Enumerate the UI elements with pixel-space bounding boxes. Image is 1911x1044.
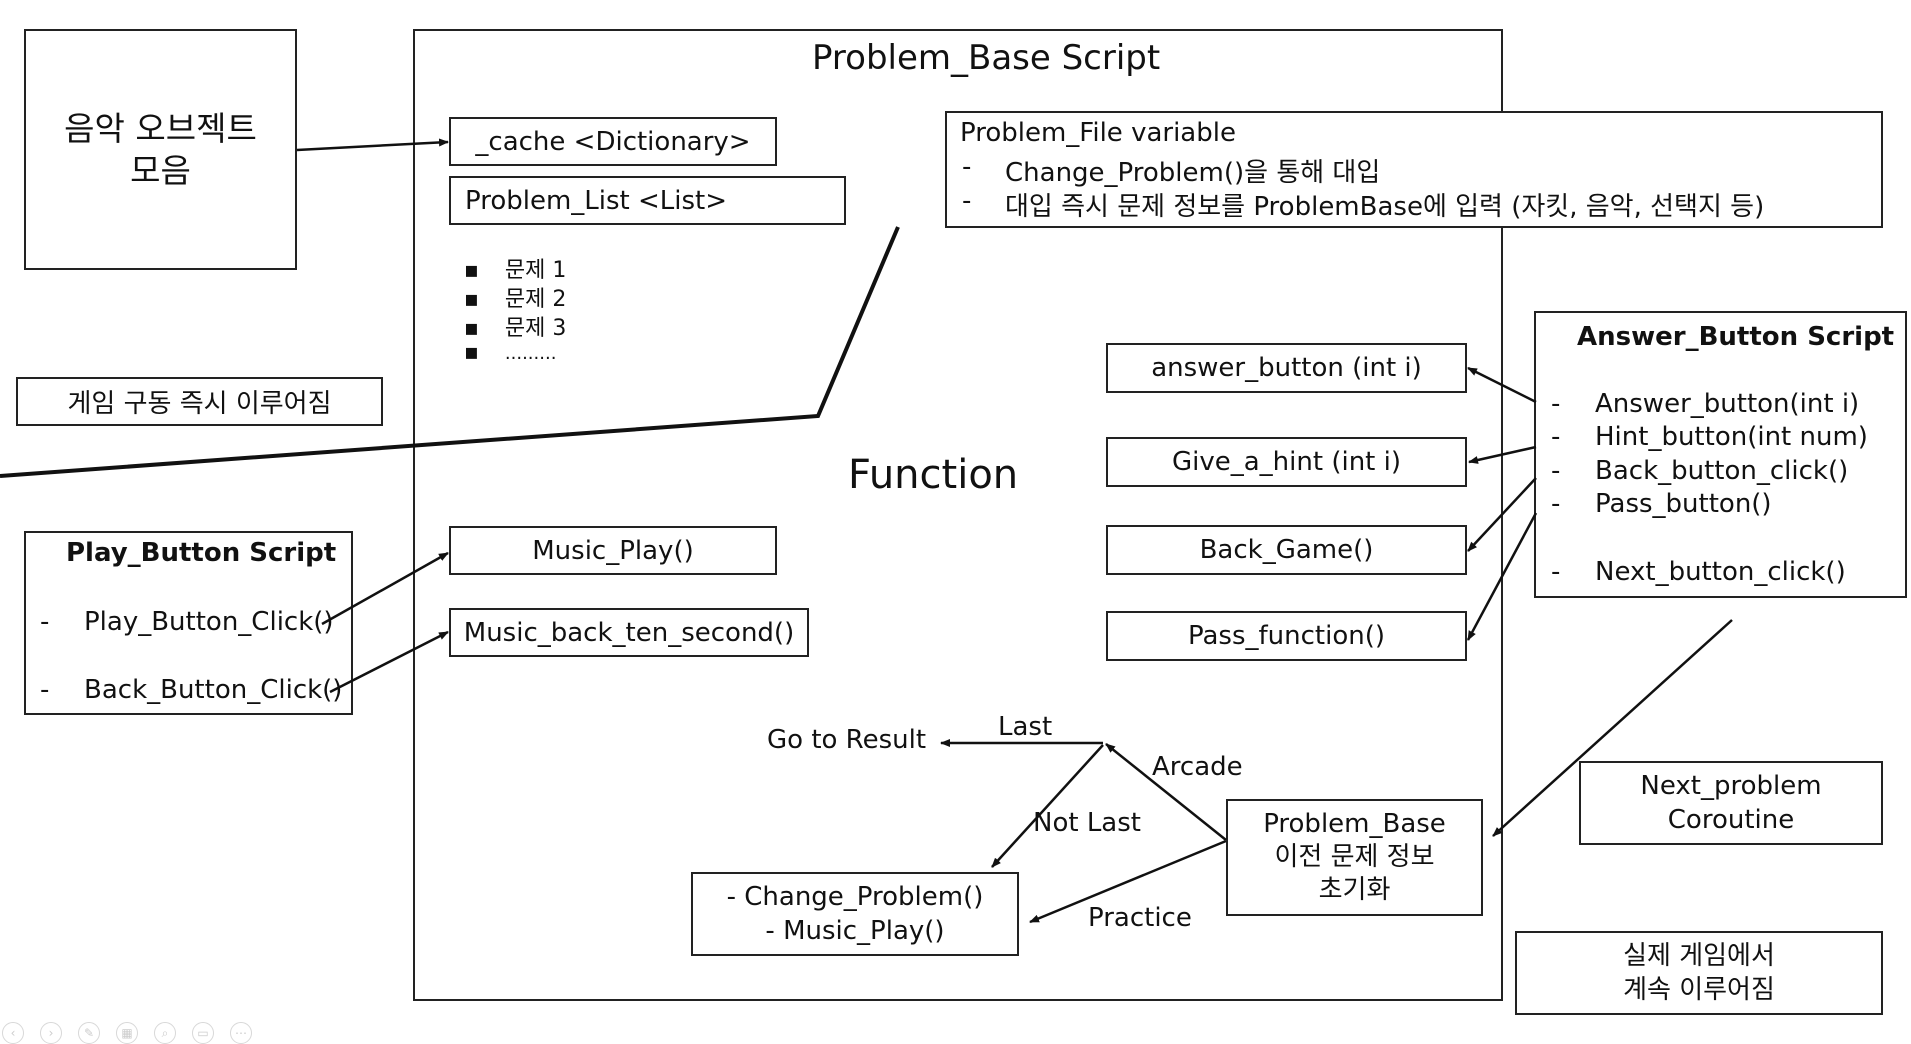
- play-item-dash: -: [40, 607, 50, 637]
- ingame-note-box: 실제 게임에서 계속 이루어짐: [1515, 931, 1883, 1015]
- play-item-2: Back_Button_Click(): [84, 675, 343, 705]
- list-item: Hint_button(int num): [1595, 422, 1868, 452]
- problem-file-dash-2: -: [962, 186, 972, 216]
- arcade-label: Arcade: [1152, 752, 1243, 782]
- music-to-cache-arrow: [296, 138, 449, 152]
- reset-to-change-arrow: [1029, 839, 1227, 924]
- next-slide-icon[interactable]: ›: [40, 1022, 62, 1044]
- game-start-note: 게임 구동 즉시 이루어짐: [16, 377, 383, 426]
- back-click-arrow: [329, 630, 449, 694]
- problem-file-dash-1: -: [962, 152, 972, 182]
- music-objects-line2: 모음: [130, 150, 191, 190]
- give-hint-text: Give_a_hint (int i): [1172, 447, 1401, 477]
- music-play-box: Music_Play(): [449, 526, 777, 575]
- list-item: Answer_button(int i): [1595, 389, 1860, 419]
- answer-button-text: answer_button (int i): [1151, 353, 1422, 383]
- go-to-result-label: Go to Result: [767, 725, 927, 755]
- back-game-text: Back_Game(): [1199, 535, 1374, 565]
- pass-arrow: [1466, 512, 1538, 641]
- list-item-dash: -: [1551, 389, 1561, 419]
- list-item: ▪문제 1: [464, 258, 567, 283]
- music-back-text: Music_back_ten_second(): [463, 617, 795, 648]
- answer-script-title: Answer_Button Script: [1577, 322, 1895, 352]
- change-box-line2: - Music_Play(): [765, 916, 945, 946]
- answer-arrow: [1467, 366, 1537, 404]
- list-item-dash: -: [1551, 557, 1561, 587]
- music-objects-box: 음악 오브젝트 모음: [24, 29, 297, 270]
- reset-box-line1: Problem_Base: [1263, 809, 1446, 839]
- reset-box-line2: 이전 문제 정보: [1274, 842, 1435, 872]
- change-problem-box: - Change_Problem() - Music_Play(): [691, 872, 1019, 956]
- next-problem-line1: Next_problem: [1640, 771, 1822, 801]
- give-hint-box: Give_a_hint (int i): [1106, 437, 1467, 487]
- ingame-note-line1: 실제 게임에서: [1623, 941, 1775, 971]
- last-label: Last: [998, 712, 1053, 742]
- hint-arrow: [1468, 445, 1537, 464]
- list-item-dash: -: [1551, 422, 1561, 452]
- answer-script-box: [1534, 311, 1907, 598]
- play-item-1: Play_Button_Click(): [84, 607, 334, 637]
- game-start-note-text: 게임 구동 즉시 이루어짐: [67, 389, 332, 419]
- list-item: Pass_button(): [1595, 489, 1772, 519]
- pass-function-text: Pass_function(): [1187, 621, 1386, 651]
- list-item: ▪문제 3: [464, 316, 567, 341]
- reset-to-junction-arrow: [1105, 743, 1227, 841]
- reset-problem-box: Problem_Base 이전 문제 정보 초기화: [1226, 799, 1483, 916]
- screen-icon[interactable]: ▭: [192, 1022, 214, 1044]
- answer-button-box: answer_button (int i): [1106, 343, 1467, 393]
- problem-list-text: Problem_List <List>: [465, 185, 728, 216]
- list-item: ▪문제 2: [464, 287, 567, 312]
- practice-label: Practice: [1088, 903, 1192, 933]
- reset-box-line3: 초기화: [1318, 875, 1391, 905]
- list-item-dash: -: [1551, 456, 1561, 486]
- slides-grid-icon[interactable]: ▦: [116, 1022, 138, 1044]
- problem-file-line-1: Change_Problem()을 통해 대입: [1005, 158, 1381, 188]
- ingame-note-line2: 계속 이루어짐: [1623, 975, 1775, 1005]
- not-last-label: Not Last: [1033, 808, 1141, 838]
- previous-slide-icon[interactable]: ‹: [2, 1022, 24, 1044]
- play-script-title: Play_Button Script: [66, 538, 337, 568]
- cache-box: _cache <Dictionary>: [449, 117, 777, 166]
- play-script-box: [24, 531, 353, 715]
- problem-file-line-2: 대입 즉시 문제 정보를 ProblemBase에 입력 (자킷, 음악, 선택…: [1005, 192, 1765, 222]
- play-click-arrow: [321, 551, 449, 626]
- list-item-dash: -: [1551, 489, 1561, 519]
- pass-function-box: Pass_function(): [1106, 611, 1467, 661]
- pen-icon[interactable]: ✎: [78, 1022, 100, 1044]
- play-item-dash: -: [40, 675, 50, 705]
- next-problem-box: Next_problem Coroutine: [1579, 761, 1883, 845]
- list-item: ▪.........: [464, 340, 557, 365]
- junction-to-change-arrow: [991, 744, 1104, 868]
- list-item: Back_button_click(): [1595, 456, 1849, 486]
- problem-list-box: Problem_List <List>: [449, 176, 846, 225]
- cache-text: _cache <Dictionary>: [475, 126, 751, 157]
- function-label: Function: [848, 452, 1019, 498]
- problem-file-box: [945, 111, 1883, 228]
- next-problem-line2: Coroutine: [1667, 805, 1795, 835]
- change-box-line1: - Change_Problem(): [726, 882, 984, 912]
- problem-file-title: Problem_File variable: [960, 118, 1236, 148]
- music-objects-line1: 음악 오브젝트: [64, 108, 257, 148]
- music-back-box: Music_back_ten_second(): [449, 608, 809, 657]
- problem-base-title: Problem_Base Script: [812, 38, 1161, 78]
- list-item: Next_button_click(): [1595, 557, 1846, 587]
- game-start-divider: [0, 226, 900, 478]
- back-arrow: [1467, 477, 1537, 552]
- zoom-icon[interactable]: ⌕: [154, 1022, 176, 1044]
- back-game-box: Back_Game(): [1106, 525, 1467, 575]
- more-options-icon[interactable]: ⋯: [230, 1022, 252, 1044]
- next-to-reset-arrow: [1492, 619, 1733, 837]
- music-play-text: Music_Play(): [532, 535, 694, 566]
